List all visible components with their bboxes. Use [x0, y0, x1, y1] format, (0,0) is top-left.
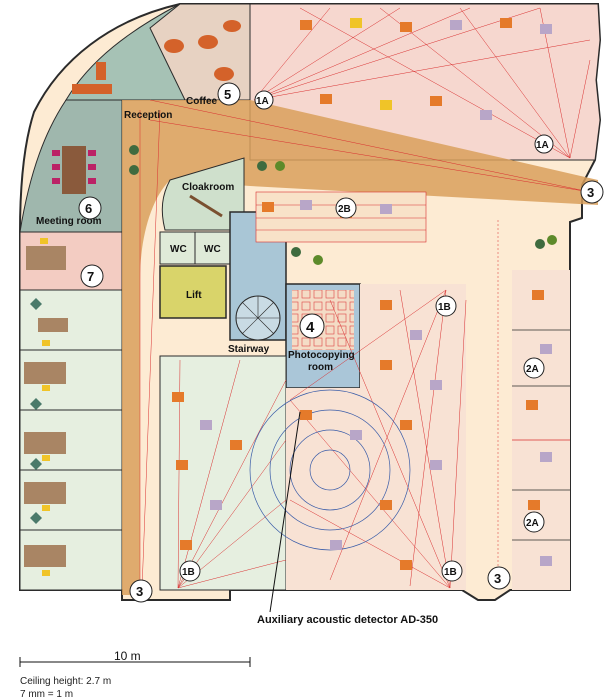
label-photocopying-1: Photocopying	[288, 350, 355, 361]
detector-caption: Auxiliary acoustic detector AD-350	[257, 614, 439, 626]
label-wc-2: WC	[204, 244, 221, 255]
label-reception: Reception	[124, 110, 172, 121]
label-lift: Lift	[186, 290, 202, 301]
badge-3-bottom: 3	[487, 566, 511, 590]
badge-6: 6	[78, 196, 102, 220]
svg-text:5: 5	[224, 87, 231, 102]
svg-text:1A: 1A	[256, 96, 269, 107]
corridor	[120, 100, 598, 595]
plants	[129, 145, 557, 265]
label-stairway: Stairway	[228, 344, 270, 355]
badge-2a-bottom: 2A	[523, 511, 545, 533]
svg-text:1A: 1A	[536, 140, 549, 151]
reception-area	[65, 3, 251, 101]
office-1b-right	[249, 284, 467, 590]
label-cloakroom: Cloakroom	[182, 182, 234, 193]
badge-1a-right: 1A	[534, 134, 554, 154]
svg-text:1B: 1B	[438, 302, 451, 313]
badge-1a-top: 1A	[254, 90, 274, 110]
svg-text:7: 7	[87, 269, 94, 284]
badge-4: 4	[299, 313, 325, 339]
left-offices	[19, 289, 123, 591]
scale-bar	[19, 657, 251, 667]
office-1b-left	[159, 355, 287, 591]
label-wc-1: WC	[170, 244, 187, 255]
badge-1b-right: 1B	[441, 560, 463, 582]
scale-label: 10 m	[114, 649, 141, 663]
badge-5: 5	[217, 82, 241, 106]
svg-text:3: 3	[494, 571, 501, 586]
ceiling-height-note: Ceiling height: 2.7 m	[20, 676, 112, 687]
badge-7: 7	[80, 264, 104, 288]
badge-2a-top: 2A	[523, 357, 545, 379]
label-coffee: Coffee	[186, 96, 218, 107]
badge-1b-top: 1B	[435, 295, 457, 317]
svg-text:1B: 1B	[444, 567, 457, 578]
badge-2b: 2B	[335, 197, 357, 219]
badge-3-right: 3	[580, 180, 604, 204]
scale-ratio-note: 7 mm = 1 m	[20, 689, 74, 700]
svg-text:6: 6	[85, 201, 92, 216]
svg-text:2B: 2B	[338, 204, 351, 215]
room-7	[19, 231, 123, 291]
label-photocopying-2: room	[308, 362, 333, 373]
badge-1b-left: 1B	[179, 560, 201, 582]
svg-text:1B: 1B	[182, 567, 195, 578]
detector-leader-line	[269, 411, 301, 613]
svg-text:2A: 2A	[526, 518, 539, 529]
office-2a	[497, 220, 570, 590]
label-meeting-room: Meeting room	[36, 216, 102, 227]
svg-text:2A: 2A	[526, 364, 539, 375]
svg-text:4: 4	[306, 319, 315, 336]
svg-text:3: 3	[136, 584, 143, 599]
corridor-beams	[139, 99, 591, 591]
photocopying-room	[285, 283, 361, 389]
svg-text:3: 3	[587, 185, 594, 200]
badge-3-left: 3	[129, 579, 153, 603]
